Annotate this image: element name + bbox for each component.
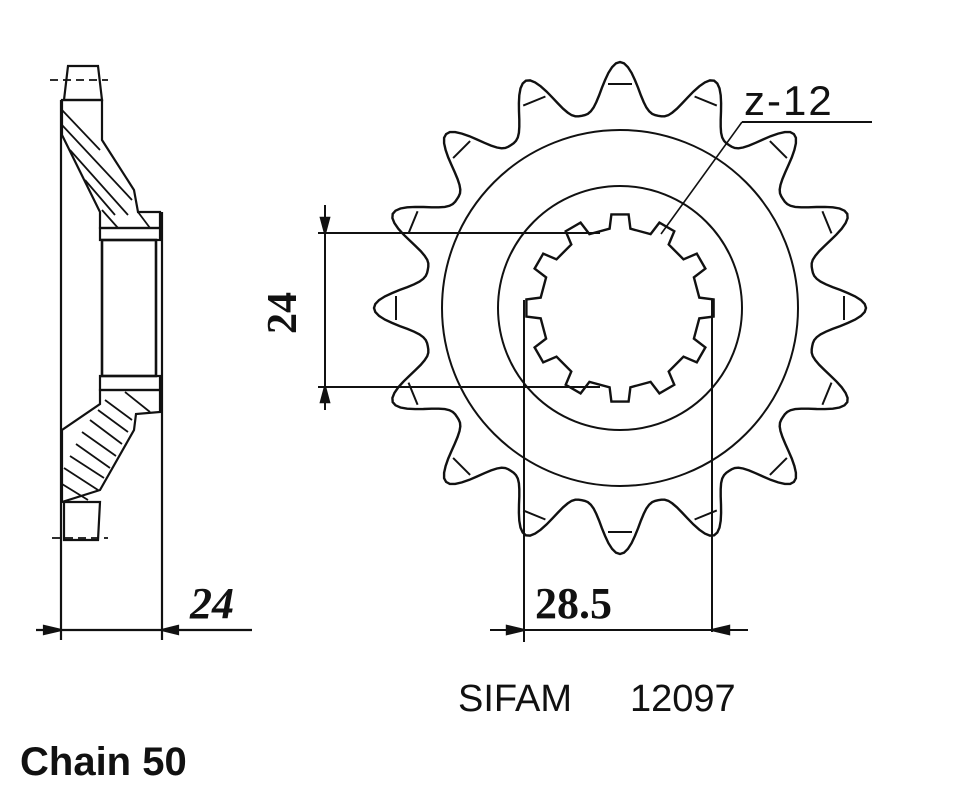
spline-height-dimension: 24: [260, 292, 306, 334]
leader-line: [660, 121, 743, 235]
hub-circle: [497, 185, 743, 431]
brand-label: SIFAM: [458, 678, 573, 720]
spline-diameter-dimension: 28.5: [535, 579, 612, 628]
tooth-tips: [395, 83, 845, 533]
front-view: [318, 60, 872, 642]
part-number-label: 12097: [630, 678, 736, 720]
spline-profile: [525, 213, 715, 403]
chain-size-label: Chain 50: [20, 740, 187, 784]
side-section-view: [36, 64, 252, 640]
spline-teeth-label: z-12: [744, 77, 834, 124]
sprocket-outer-profile: [372, 60, 868, 556]
pitch-circle: [441, 129, 799, 487]
side-width-dimension: 24: [190, 579, 234, 628]
